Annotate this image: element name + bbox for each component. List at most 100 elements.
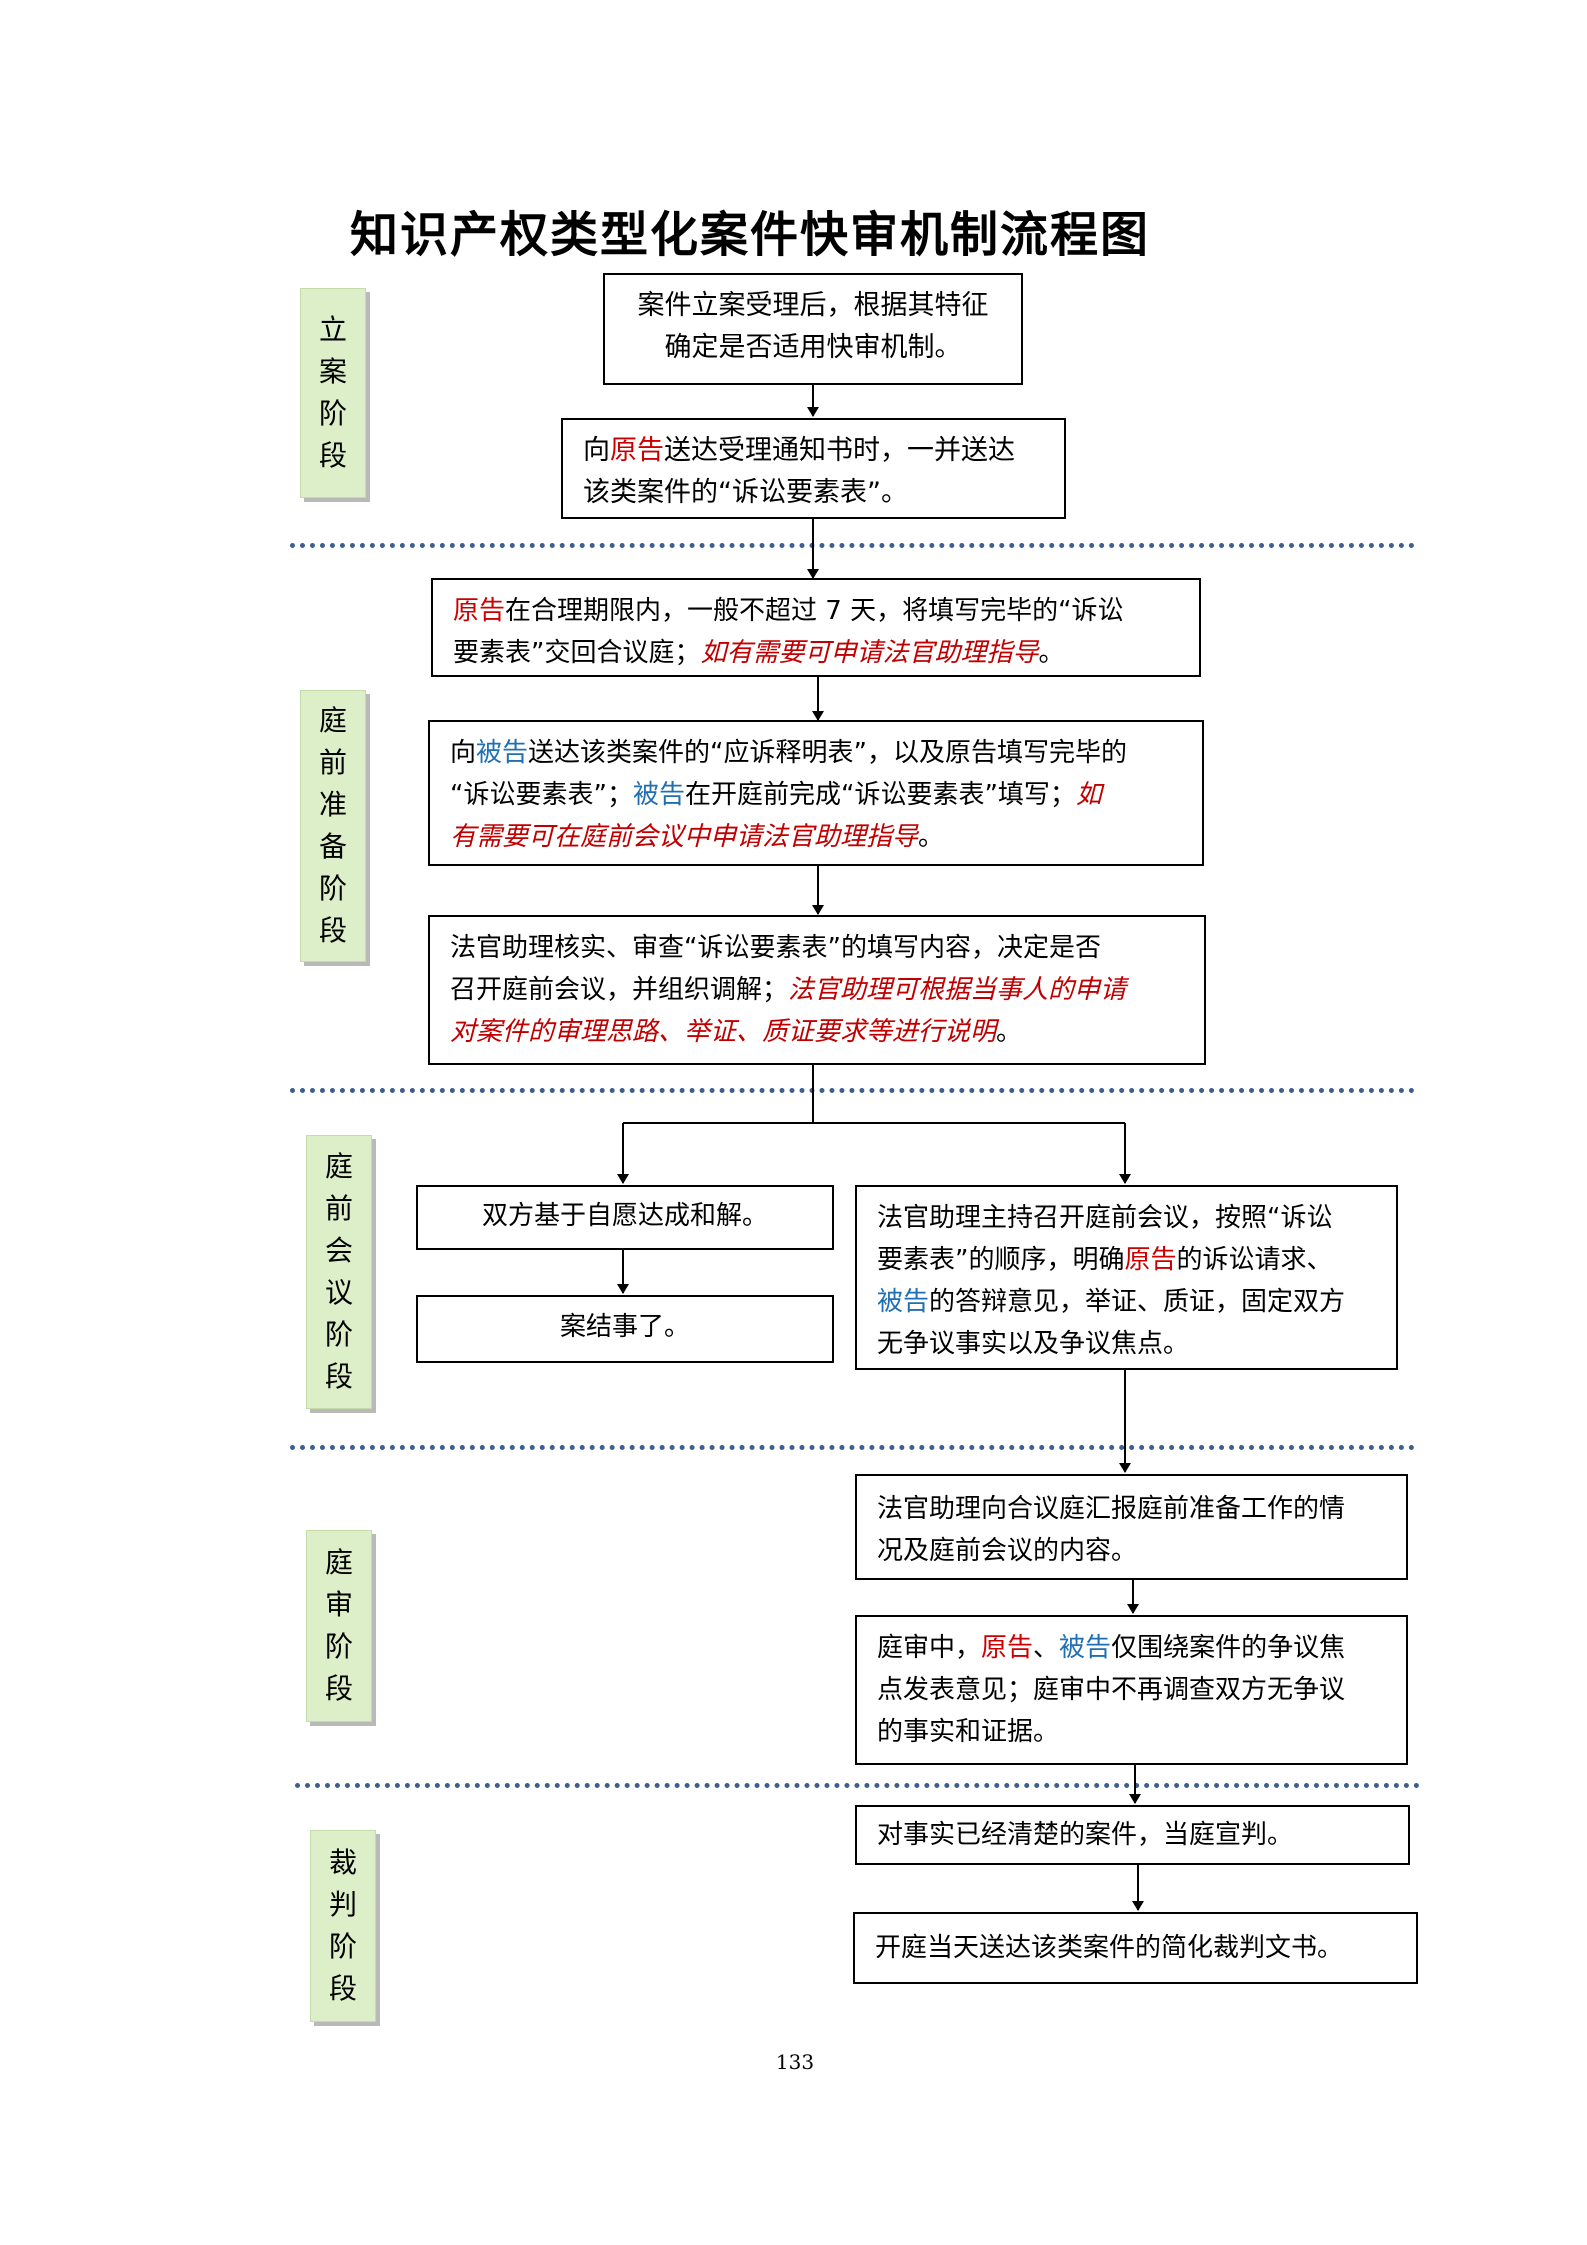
stage-char: 前 (324, 1192, 353, 1225)
node-text: 、 (1033, 1633, 1060, 1663)
node-text: 的诉讼请求、 (1176, 1245, 1333, 1275)
node-note: 对案件的审理思路、举证、质证要求等进行说明 (450, 1017, 997, 1047)
stage-char: 裁 (328, 1846, 357, 1879)
defendant-label: 被告 (1059, 1633, 1112, 1663)
stage-char: 立 (318, 313, 347, 346)
plaintiff-label: 原告 (610, 435, 664, 466)
node-text: 在合理期限内，一般不超过 7 天，将填写完毕的“诉讼 (505, 596, 1124, 626)
page-number: 133 (775, 2050, 815, 2074)
stage-char: 段 (324, 1360, 353, 1393)
node-text: 该类案件的“诉讼要素表”。 (583, 477, 908, 508)
stage-separator (295, 1783, 1420, 1788)
defendant-label: 被告 (632, 780, 685, 810)
node-trial-hearing: 庭审中，原告、被告仅围绕案件的争议焦 点发表意见；庭审中不再调查双方无争议 的事… (855, 1615, 1408, 1765)
node-note: 如有需要可申请法官助理指导 (700, 638, 1039, 668)
node-settlement: 双方基于自愿达成和解。 (416, 1185, 834, 1250)
stage-trial: 庭 审 阶 段 (306, 1530, 372, 1722)
node-case-closed: 案结事了。 (416, 1295, 834, 1363)
node-text: 。 (918, 822, 945, 852)
stage-char: 准 (318, 788, 347, 821)
page-title: 知识产权类型化案件快审机制流程图 (349, 207, 1150, 263)
node-text: 在开庭前完成“诉讼要素表”填写； (684, 780, 1076, 810)
node-text-line: 有需要可在庭前会议中申请法官助理指导。 (450, 816, 1182, 858)
node-note: 法官助理可根据当事人的申请 (788, 975, 1127, 1005)
node-text: 向 (583, 435, 610, 466)
node-text: 要素表”的顺序，明确 (877, 1245, 1125, 1275)
stage-char: 段 (318, 439, 347, 472)
plaintiff-label: 原告 (1124, 1245, 1177, 1275)
node-text: 无争议事实以及争议焦点。 (877, 1329, 1190, 1359)
node-simplified-judgment: 开庭当天送达该类案件的简化裁判文书。 (853, 1912, 1418, 1984)
defendant-label: 被告 (476, 738, 529, 768)
stage-char: 案 (318, 355, 347, 388)
stage-char: 议 (324, 1276, 353, 1309)
stage-char: 判 (328, 1888, 357, 1921)
node-text: 。 (996, 1017, 1023, 1047)
node-text-line: 要素表”交回合议庭；如有需要可申请法官助理指导。 (453, 632, 1179, 674)
stage-char: 阶 (318, 872, 347, 905)
stage-char: 备 (318, 830, 347, 863)
node-text: 开庭当天送达该类案件的简化裁判文书。 (875, 1933, 1344, 1963)
node-text-line: 原告在合理期限内，一般不超过 7 天，将填写完毕的“诉讼 (453, 590, 1179, 632)
node-text-line: 被告的答辩意见，举证、质证，固定双方 (877, 1281, 1376, 1323)
stage-char: 前 (318, 746, 347, 779)
node-text: 案结事了。 (559, 1312, 690, 1342)
stage-separator (290, 543, 1415, 548)
stage-char: 阶 (328, 1930, 357, 1963)
stage-separator (290, 1445, 1415, 1450)
node-text: 。 (1038, 638, 1065, 668)
stage-char: 阶 (324, 1630, 353, 1663)
stage-char: 庭 (318, 704, 347, 737)
node-report-to-panel: 法官助理向合议庭汇报庭前准备工作的情 况及庭前会议的内容。 (855, 1474, 1408, 1580)
stage-separator (290, 1088, 1415, 1093)
node-text: 双方基于自愿达成和解。 (481, 1201, 768, 1231)
node-text-line: 召开庭前会议，并组织调解；法官助理可根据当事人的申请 (450, 969, 1184, 1011)
stage-char: 段 (318, 914, 347, 947)
stage-char: 审 (324, 1588, 353, 1621)
stage-judgment: 裁 判 阶 段 (310, 1830, 376, 2022)
node-plaintiff-return-form: 原告在合理期限内，一般不超过 7 天，将填写完毕的“诉讼 要素表”交回合议庭；如… (431, 578, 1201, 677)
node-text-line: 向被告送达该类案件的“应诉释明表”，以及原告填写完毕的 (450, 732, 1182, 774)
node-text-line: 向原告送达受理通知书时，一并送达 (583, 430, 1044, 472)
stage-char: 段 (328, 1972, 357, 2005)
node-note: 有需要可在庭前会议中申请法官助理指导 (450, 822, 919, 852)
node-text-line: 庭审中，原告、被告仅围绕案件的争议焦 (877, 1627, 1386, 1669)
node-text: 况及庭前会议的内容。 (877, 1536, 1138, 1566)
node-text: 点发表意见；庭审中不再调查双方无争议 (877, 1675, 1346, 1705)
node-text: 的答辩意见，举证、质证，固定双方 (929, 1287, 1346, 1317)
node-case-filing: 案件立案受理后，根据其特征 确定是否适用快审机制。 (603, 273, 1023, 385)
node-text: 案件立案受理后，根据其特征 (637, 290, 989, 321)
stage-char: 段 (324, 1672, 353, 1705)
node-serve-defendant: 向被告送达该类案件的“应诉释明表”，以及原告填写完毕的 “诉讼要素表”；被告在开… (428, 720, 1204, 866)
stage-char: 阶 (324, 1318, 353, 1351)
stage-char: 会 (324, 1234, 353, 1267)
node-text: 向 (450, 738, 477, 768)
stage-char: 阶 (318, 397, 347, 430)
node-assistant-review: 法官助理核实、审查“诉讼要素表”的填写内容，决定是否 召开庭前会议，并组织调解；… (428, 915, 1206, 1065)
node-text-line: 要素表”的顺序，明确原告的诉讼请求、 (877, 1239, 1376, 1281)
node-oral-judgment: 对事实已经清楚的案件，当庭宣判。 (855, 1805, 1410, 1865)
defendant-label: 被告 (877, 1287, 930, 1317)
plaintiff-label: 原告 (981, 1633, 1034, 1663)
node-pretrial-meeting: 法官助理主持召开庭前会议，按照“诉讼 要素表”的顺序，明确原告的诉讼请求、 被告… (855, 1185, 1398, 1370)
node-text: 确定是否适用快审机制。 (664, 332, 962, 363)
node-text-line: 对案件的审理思路、举证、质证要求等进行说明。 (450, 1011, 1184, 1053)
node-text: 召开庭前会议，并组织调解； (450, 975, 789, 1005)
stage-pretrial-prep: 庭 前 准 备 阶 段 (300, 690, 366, 962)
node-serve-notice: 向原告送达受理通知书时，一并送达 该类案件的“诉讼要素表”。 (561, 418, 1066, 519)
node-text: 对事实已经清楚的案件，当庭宣判。 (877, 1820, 1294, 1850)
node-text-line: “诉讼要素表”；被告在开庭前完成“诉讼要素表”填写；如 (450, 774, 1182, 816)
node-text: 法官助理向合议庭汇报庭前准备工作的情 (877, 1494, 1346, 1524)
node-text: 庭审中， (877, 1633, 982, 1663)
node-text: 仅围绕案件的争议焦 (1111, 1633, 1346, 1663)
node-text: 的事实和证据。 (877, 1717, 1060, 1747)
stage-char: 庭 (324, 1546, 353, 1579)
node-text: 送达受理通知书时，一并送达 (664, 435, 1015, 466)
node-text: 法官助理核实、审查“诉讼要素表”的填写内容，决定是否 (450, 933, 1101, 963)
node-note: 如 (1075, 780, 1102, 810)
node-text: 送达该类案件的“应诉释明表”，以及原告填写完毕的 (528, 738, 1127, 768)
plaintiff-label: 原告 (453, 596, 506, 626)
node-text: 法官助理主持召开庭前会议，按照“诉讼 (877, 1203, 1333, 1233)
